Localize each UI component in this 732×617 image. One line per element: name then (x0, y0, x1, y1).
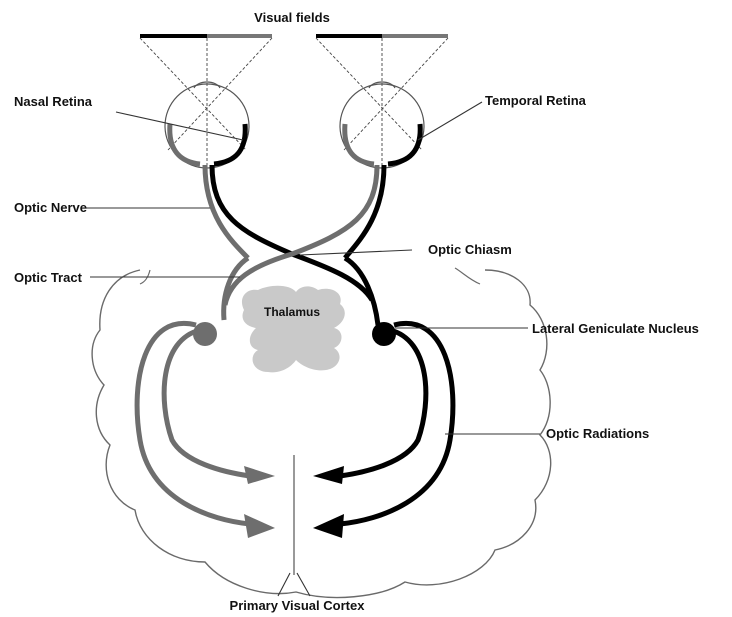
left-optic-radiation-upper (164, 330, 250, 476)
nasal-retina-label: Nasal Retina (14, 94, 93, 109)
right-eye-temporal-retina (388, 124, 420, 164)
optic-tract-label: Optic Tract (14, 270, 83, 285)
projection-lines (140, 38, 448, 168)
left-cortex-termination-upper (244, 466, 275, 484)
left-optic-radiation-lower (137, 323, 250, 524)
thalamus-label: Thalamus (264, 305, 320, 319)
left-lateral-geniculate-nucleus (193, 322, 217, 346)
visual-fields-label: Visual fields (254, 10, 330, 25)
right-lateral-geniculate-nucleus (372, 322, 396, 346)
right-cortex-termination-upper (313, 466, 344, 484)
right-optic-radiation-lower (340, 323, 453, 524)
brain-outline-fold (455, 268, 480, 284)
optic-radiations-label: Optic Radiations (546, 426, 649, 441)
lateral-geniculate-nucleus-label: Lateral Geniculate Nucleus (532, 321, 699, 336)
optic-chiasm-label: Optic Chiasm (428, 242, 512, 257)
right-optic-radiation-upper (340, 330, 426, 476)
primary-visual-cortex-label: Primary Visual Cortex (230, 598, 366, 613)
left-cortex-termination-lower (244, 514, 275, 538)
right-eye-nasal-retina (345, 124, 374, 164)
right-cortex-termination-lower (313, 514, 344, 538)
thalamus (242, 286, 345, 373)
temporal-retina-label: Temporal Retina (485, 93, 587, 108)
right-optic-tract (345, 258, 378, 325)
optic-nerve-label: Optic Nerve (14, 200, 87, 215)
